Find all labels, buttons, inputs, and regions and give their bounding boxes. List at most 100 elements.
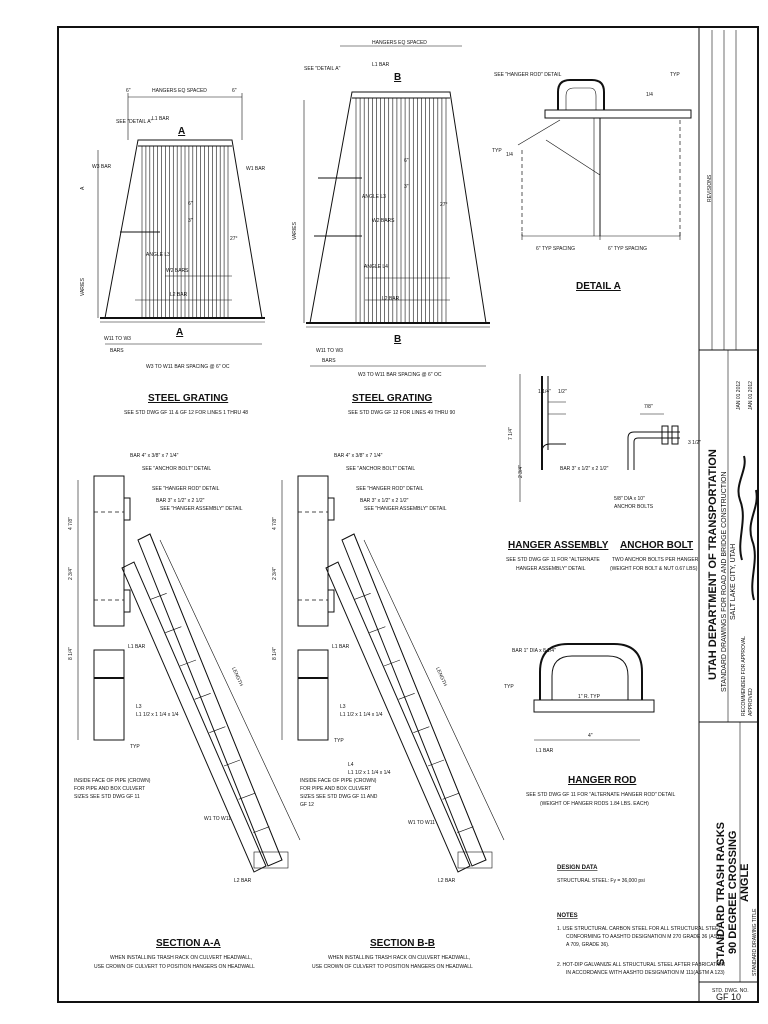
sec-aa-bar2: BAR 3" x 1/2" x 2 1/2" xyxy=(156,498,205,504)
sec-aa-bar: BAR 4" x 3/8" x 7 1/4" xyxy=(130,453,179,459)
hanger-asm-d4: 2 3/4" xyxy=(518,465,524,478)
steel-grating-a-title: STEEL GRATING xyxy=(148,393,228,404)
sec-aa-l3: L3 xyxy=(136,704,142,710)
section-mark-b-top: B xyxy=(394,72,401,83)
grating-b-angle-l3: ANGLE L3 xyxy=(362,194,386,200)
sec-bb-d1: 4 7/8" xyxy=(272,517,278,530)
grating-a-w11: W11 TO W3 xyxy=(104,336,131,342)
sec-bb-bar: BAR 4" x 3/8" x 7 1/4" xyxy=(334,453,383,459)
sec-bb-l1: L1 BAR xyxy=(332,644,350,650)
hanger-rod-l1: L1 BAR xyxy=(536,748,554,754)
sec-bb-d3: 8 1/4" xyxy=(272,647,278,660)
steel-grating-a: HANGERS EQ SPACED 6" 6" SEE "DETAIL A" L… xyxy=(80,88,266,416)
grating-a-bars: BARS xyxy=(110,348,124,354)
hanger-rod-radius: 1" R. TYP xyxy=(578,694,601,700)
design-data-line: STRUCTURAL STEEL: Fy = 36,000 psi xyxy=(557,878,645,884)
sec-aa-d3: 8 1/4" xyxy=(68,647,74,660)
sec-bb-note1: WHEN INSTALLING TRASH RACK ON CULVERT HE… xyxy=(328,955,470,961)
sec-bb-l3b: L1 1/2 x 1 1/4 x 1/4 xyxy=(340,712,383,718)
detail-a-spacing-right: 6" TYP SPACING xyxy=(608,246,647,252)
sec-aa-note2: USE CROWN OF CULVERT TO POSITION HANGERS… xyxy=(94,964,255,970)
tb-date2: JAN 01 2012 xyxy=(748,381,754,410)
hanger-assembly-title: HANGER ASSEMBLY xyxy=(508,540,609,551)
note-1b: CONFORMING TO AASHTO DESIGNATION M 270 G… xyxy=(566,934,724,940)
anchor-bolt-note2: (WEIGHT FOR BOLT & NUT 0.67 LBS) xyxy=(610,566,698,572)
rack-rib xyxy=(179,659,197,667)
sec-bb-d2: 2 3/4" xyxy=(272,567,278,580)
signature-1 xyxy=(737,455,746,561)
grating-a-l1-bar: L1 BAR xyxy=(152,116,170,122)
tb-date1: JAN 01 2012 xyxy=(736,381,742,410)
notes-title: NOTES xyxy=(557,913,578,919)
hanger-rod-d1: 4" xyxy=(588,733,593,739)
hanger-rod-typ: TYP xyxy=(504,684,514,690)
sec-bb-typ: TYP xyxy=(334,738,344,744)
section-mark-a-bottom: A xyxy=(176,327,183,338)
grating-a-six: 6" xyxy=(188,201,193,207)
sheet-border xyxy=(57,26,759,1003)
grating-b-l1-bar: L1 BAR xyxy=(372,62,390,68)
grating-b-see-detail: SEE "DETAIL A" xyxy=(304,66,341,72)
hanger-rod-title: HANGER ROD xyxy=(568,775,636,786)
sec-aa-l3b: L1 1/2 x 1 1/4 x 1/4 xyxy=(136,712,179,718)
sec-bb-l4: L4 xyxy=(348,762,354,768)
hanger-assembly: 1 1/4" 1/2" 7 1/4" 2 3/4" BAR 3" x 1/2" … xyxy=(506,374,609,572)
grating-a-w1-bar: W1 BAR xyxy=(246,166,266,172)
grating-b-hangers: HANGERS EQ SPACED xyxy=(372,40,427,46)
sec-aa-hanger-asm: SEE "HANGER ASSEMBLY" DETAIL xyxy=(160,506,243,512)
grating-a-w2-bars: W2 BARS xyxy=(166,268,189,274)
tb-std-dwg-no-label: STD. DWG. NO. xyxy=(712,988,749,994)
hanger-rod-note2: (WEIGHT OF HANGER RODS 1.84 LBS. EACH) xyxy=(540,801,649,807)
hanger-asm-note1: SEE STD DWG GF 11 FOR "ALTERNATE xyxy=(506,557,600,563)
sec-bb-w1: W1 TO W11 xyxy=(408,820,435,826)
sec-aa-hanger-rod: SEE "HANGER ROD" DETAIL xyxy=(152,486,220,492)
sec-bb-l4b: L1 1/2 x 1 1/4 x 1/4 xyxy=(348,770,391,776)
rack-rib xyxy=(369,626,386,633)
detail-a-typ: TYP xyxy=(670,72,680,78)
section-mark-b-bottom: B xyxy=(394,334,401,345)
grating-b-l2-bar: L2 BAR xyxy=(382,296,400,302)
tb-sub2: SALT LAKE CITY, UTAH xyxy=(730,544,737,620)
sec-bb-l2: L2 BAR xyxy=(438,878,456,884)
rack-rib xyxy=(442,793,459,800)
grating-b-angle-l4: ANGLE L4 xyxy=(364,264,388,270)
detail-a-weld2: 1/4 xyxy=(506,152,513,158)
steel-grating-a-note: SEE STD DWG GF 11 & GF 12 FOR LINES 1 TH… xyxy=(124,410,248,416)
hanger-rod: BAR 1" DIA x 8 1/4" TYP 1" R. TYP L1 BAR… xyxy=(504,643,676,807)
sec-aa-anchor: SEE "ANCHOR BOLT" DETAIL xyxy=(142,466,211,472)
section-bb-title: SECTION B-B xyxy=(370,938,435,949)
grating-a-l2-bar: L2 BAR xyxy=(170,292,188,298)
rack-rib xyxy=(383,659,401,667)
detail-a: SEE "HANGER ROD" DETAIL TYP 1/4 TYP 1/4 … xyxy=(492,72,692,292)
section-aa: BAR 4" x 3/8" x 7 1/4" SEE "ANCHOR BOLT"… xyxy=(68,453,301,970)
sec-bb-l3: L3 xyxy=(340,704,346,710)
anchor-bolt-d2: 3 1/2" xyxy=(688,440,701,446)
sec-bb-hanger-asm: SEE "HANGER ASSEMBLY" DETAIL xyxy=(364,506,447,512)
steel-grating-b: HANGERS EQ SPACED SEE "DETAIL A" L1 BAR … xyxy=(292,40,490,416)
hanger-asm-d1: 1 1/4" xyxy=(538,389,551,395)
rack-rib xyxy=(427,759,445,767)
grating-a-varies: VARIES xyxy=(80,277,86,296)
anchor-bolt-label2: ANCHOR BOLTS xyxy=(614,504,654,510)
anchor-bolt: 7/8" 3 1/2" 5/8" DIA x 10" ANCHOR BOLTS … xyxy=(610,404,701,572)
sec-aa-pipe1: INSIDE FACE OF PIPE (CROWN) xyxy=(74,778,151,784)
rack-rib xyxy=(194,693,211,700)
sec-aa-note1: WHEN INSTALLING TRASH RACK ON CULVERT HE… xyxy=(110,955,252,961)
sec-aa-w1: W1 TO W11 xyxy=(204,816,231,822)
sec-aa-pipe3: SIZES SEE STD DWG GF 11 xyxy=(74,794,140,800)
rack-rib xyxy=(354,593,371,600)
note-1c: A 709, GRADE 36). xyxy=(566,942,609,948)
rack-rib xyxy=(223,759,241,767)
sec-aa-pipe2: FOR PIPE AND BOX CULVERT xyxy=(74,786,145,792)
grating-b-w11: W11 TO W3 xyxy=(316,348,343,354)
grating-b-six: 6" xyxy=(404,158,409,164)
grating-a-angle-l3: ANGLE L3 xyxy=(146,252,170,258)
sec-bb-bar2: BAR 3" x 1/2" x 2 1/2" xyxy=(360,498,409,504)
detail-a-spacing-left: 6" TYP SPACING xyxy=(536,246,575,252)
steel-grating-b-note: SEE STD DWG GF 12 FOR LINES 49 THRU 90 xyxy=(348,410,455,416)
sec-bb-length: LENGTH xyxy=(434,666,448,687)
detail-a-typ2: TYP xyxy=(492,148,502,154)
rack-rib xyxy=(253,826,270,833)
hanger-asm-d3: 7 1/4" xyxy=(508,427,514,440)
note-2b: IN ACCORDANCE WITH AASHTO DESIGNATION M … xyxy=(566,970,725,976)
